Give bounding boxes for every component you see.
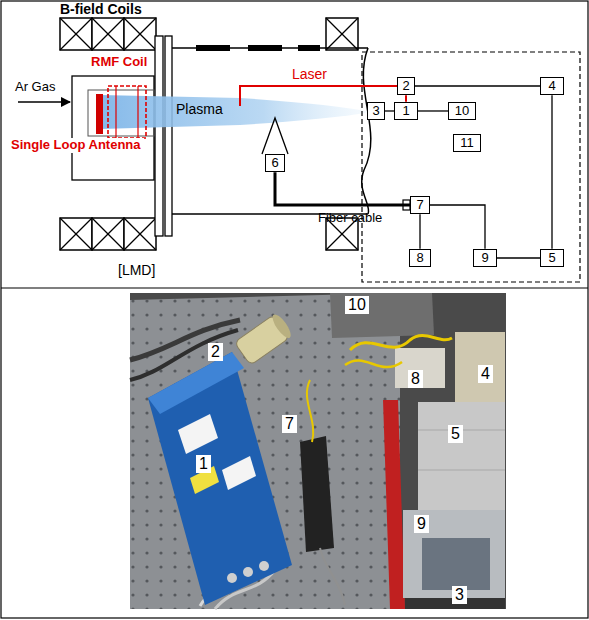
part-label: Single Loop Antenna: [8, 138, 144, 153]
component-box: 2: [397, 77, 415, 95]
component-box: 4: [540, 77, 564, 95]
rmf-coil: [108, 86, 146, 138]
component-box: 10: [448, 102, 476, 120]
part-label: Laser: [292, 66, 327, 82]
component-box: 5: [540, 249, 564, 267]
antenna-symbol: [96, 94, 103, 134]
component-box: 1: [394, 102, 418, 120]
callout-number: 9: [414, 515, 429, 533]
box-number: 8: [416, 251, 423, 265]
signal-line: [275, 172, 410, 205]
box-number: 7: [416, 198, 423, 212]
part-label: [LMD]: [118, 262, 155, 278]
component-box: 6: [265, 154, 285, 172]
signal-line: [418, 110, 448, 111]
system-boundary: [362, 52, 580, 282]
signal-line: [430, 205, 485, 249]
component-box: 3: [367, 102, 385, 120]
signal-line: [497, 257, 540, 258]
component-box: 9: [473, 249, 497, 267]
part-label: RMF Coil: [88, 55, 150, 70]
part-label: Plasma: [176, 101, 223, 117]
signal-line: [405, 95, 407, 102]
box-number: 10: [455, 104, 469, 118]
photograph: [130, 293, 506, 609]
callout-number: 5: [448, 425, 463, 443]
part-label: Ar Gas: [15, 80, 55, 95]
callout-number: 2: [208, 343, 223, 361]
plasma-glow: [100, 95, 372, 129]
callout-number: 1: [196, 455, 211, 473]
callout-number: 3: [452, 586, 467, 604]
component-box: 7: [410, 196, 430, 214]
signal-line: [551, 95, 552, 249]
component-box: 8: [409, 249, 431, 267]
callout-number: 4: [478, 365, 493, 383]
part-label: Fiber cable: [318, 211, 382, 226]
box-number: 3: [372, 104, 379, 118]
box-number: 5: [548, 251, 555, 265]
box-number: 2: [402, 79, 409, 93]
signal-line: [415, 85, 540, 86]
part-label: B-field Coils: [60, 1, 142, 17]
gas-arrow: [18, 101, 70, 103]
frame-divider: [1, 287, 588, 288]
component-box: 11: [453, 134, 481, 152]
coils: [60, 18, 358, 250]
box-number: 4: [548, 79, 555, 93]
collection-cone: [262, 118, 288, 154]
box-number: 6: [271, 156, 278, 170]
callout-number: 10: [345, 296, 369, 314]
signal-line: [385, 110, 394, 111]
box-number: 9: [481, 251, 488, 265]
callout-number: 7: [282, 415, 297, 433]
callout-number: 8: [408, 370, 423, 388]
box-number: 11: [460, 136, 474, 150]
box-number: 1: [402, 104, 409, 118]
signal-line: [419, 214, 420, 249]
